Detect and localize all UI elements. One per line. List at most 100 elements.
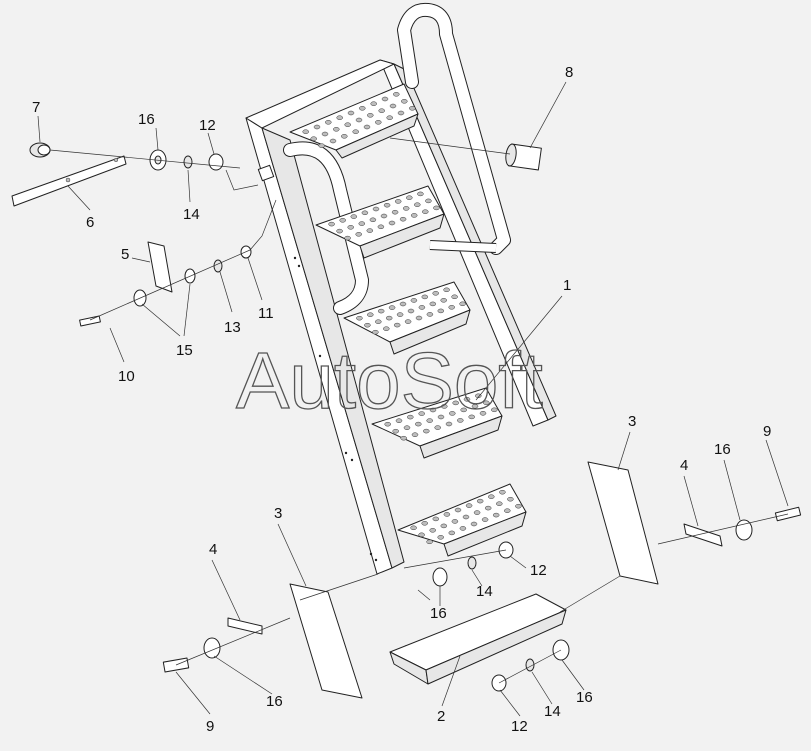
washer-16-step-top: [432, 567, 448, 587]
callout-12-top: 12: [199, 117, 216, 134]
bolt-7: [29, 142, 51, 158]
step-hole: [451, 519, 459, 524]
step-hole: [388, 220, 396, 226]
step-hole: [483, 400, 490, 406]
step-hole: [356, 315, 363, 321]
leader-lines: [37, 81, 789, 717]
step-hole: [358, 221, 366, 226]
step-hole: [372, 329, 379, 335]
shim-4-left: [227, 617, 263, 635]
step-hole: [410, 298, 418, 303]
step-hole: [396, 312, 404, 317]
step-hole: [440, 523, 448, 529]
step-hole: [426, 539, 433, 545]
step-hole: [378, 108, 385, 113]
step-hole: [504, 508, 511, 513]
step-hole: [344, 235, 351, 241]
callout-labels: 1 2 3 3 4 4 5 6 7 8 9 9 10 11 12 12 12 1…: [32, 64, 771, 735]
step-hole: [318, 143, 325, 148]
step-hole: [465, 503, 473, 508]
step-hole: [352, 129, 359, 134]
callout-6: 6: [86, 214, 94, 231]
step-hole: [460, 407, 467, 413]
step-hole: [385, 315, 393, 321]
step-hole: [411, 432, 419, 437]
step-hole: [359, 106, 366, 111]
step-hole: [476, 498, 484, 504]
step-hole: [381, 96, 389, 102]
step-hole: [389, 103, 397, 109]
mount-plate-3-right: [587, 461, 659, 585]
step-hole: [336, 115, 343, 120]
bolt-10: [79, 315, 101, 327]
step-hole: [462, 514, 470, 520]
step-hole: [445, 421, 453, 427]
handrail-tube: [283, 2, 511, 315]
callout-7: 7: [32, 99, 40, 116]
step-hole: [395, 418, 403, 423]
step-hole: [310, 136, 317, 141]
callout-16-step: 16: [430, 605, 447, 622]
spacer-sleeve: [505, 143, 542, 171]
callout-9-left: 9: [206, 718, 214, 735]
step-hole: [484, 505, 492, 511]
callout-14-step: 14: [476, 583, 493, 600]
step-hole: [383, 326, 390, 331]
step-hole: [417, 191, 424, 197]
callout-3-right: 3: [628, 413, 636, 430]
step-hole: [383, 202, 391, 208]
step-hole: [388, 305, 396, 310]
step-hole: [415, 421, 422, 427]
step-hole: [370, 101, 377, 106]
step-hole: [496, 501, 503, 506]
callout-2: 2: [437, 708, 445, 725]
step-hole: [406, 195, 413, 200]
lock-washer-14: [183, 155, 193, 169]
step-hole: [401, 99, 408, 104]
lock-washer-14-step-top: [467, 556, 477, 570]
step-hole: [369, 217, 377, 223]
step-hole: [463, 397, 471, 402]
step-hole: [302, 129, 309, 134]
step-hole: [355, 117, 363, 123]
step-hole: [380, 213, 388, 219]
step-hole: [344, 122, 351, 127]
step-hole: [400, 435, 407, 441]
step-hole: [363, 124, 371, 130]
step-hole: [325, 120, 332, 125]
step-hole: [468, 414, 475, 420]
step-hole: [407, 414, 414, 420]
step-hole: [443, 287, 450, 293]
step-hole: [475, 393, 482, 399]
step-hole: [492, 512, 500, 518]
step-hole: [415, 315, 423, 321]
callout-12-step: 12: [530, 562, 547, 579]
step-hole: [434, 425, 441, 430]
step-hole: [333, 127, 340, 132]
step-hole: [429, 528, 436, 533]
step-hole: [459, 526, 467, 531]
step-hole: [429, 301, 437, 307]
step-hole: [350, 214, 358, 219]
washer-16-left: [203, 637, 221, 659]
assembly-axes: [49, 137, 789, 684]
step-hole: [347, 225, 354, 230]
step-hole: [481, 517, 489, 522]
step-hole: [341, 134, 348, 139]
step-hole: [336, 228, 343, 234]
step-hole: [402, 206, 410, 211]
step-hole: [421, 294, 429, 300]
step-hole: [364, 322, 371, 328]
step-hole: [399, 301, 407, 307]
lock-washer-14-step-bottom: [525, 658, 535, 672]
step-hole: [391, 209, 399, 215]
step-hole: [432, 516, 440, 522]
step-hole: [440, 298, 447, 303]
callout-12-bottom: 12: [511, 718, 528, 735]
callout-16-bottom: 16: [576, 689, 593, 706]
watermark-text: AutoSoft: [236, 336, 543, 425]
step-hole: [313, 124, 321, 130]
step-hole: [426, 312, 434, 317]
callout-1: 1: [563, 277, 571, 294]
